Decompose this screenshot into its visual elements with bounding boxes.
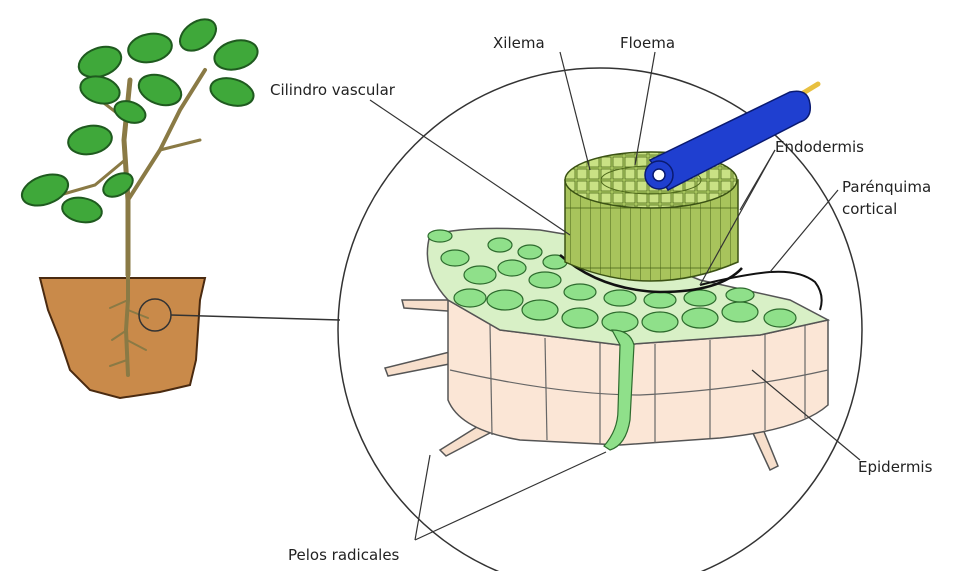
soil-block (40, 278, 205, 398)
label-pelos-radicales: Pelos radicales (288, 546, 400, 564)
label-epidermis: Epidermis (858, 458, 933, 476)
plant-stem (60, 70, 205, 275)
root-cross-section (385, 84, 828, 470)
plant (18, 13, 261, 398)
label-cortical: cortical (842, 200, 897, 218)
label-parenquima: Parénquima (842, 178, 931, 196)
label-floema: Floema (620, 34, 675, 52)
label-xilema: Xilema (493, 34, 545, 52)
plant-leaves (18, 13, 261, 225)
label-endodermis: Endodermis (775, 138, 864, 156)
label-cilindro-vascular: Cilindro vascular (270, 81, 396, 99)
